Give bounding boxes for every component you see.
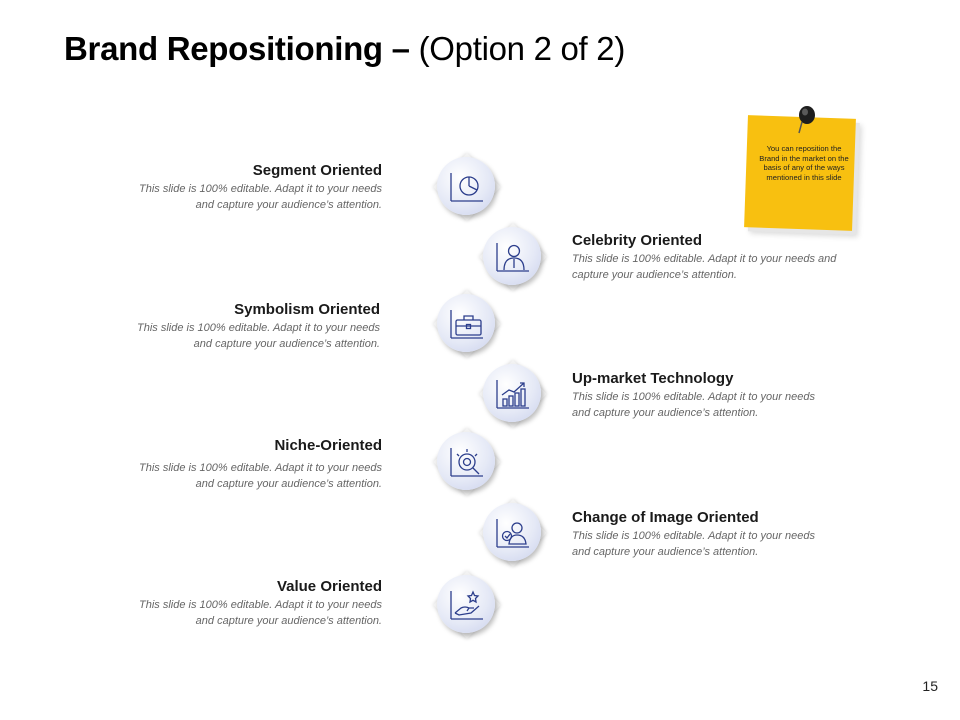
item-description: This slide is 100% editable. Adapt it to…	[139, 599, 382, 627]
pushpin-icon	[798, 106, 815, 134]
magnifier-target-icon	[450, 448, 483, 477]
badge-change-image	[478, 498, 548, 568]
briefcase-icon	[450, 310, 483, 339]
page-title: Brand Repositioning – (Option 2 of 2)	[64, 30, 625, 68]
list-item-segment-oriented: Segment Oriented This slide is 100% edit…	[52, 162, 382, 213]
list-item-niche-oriented: Niche-Oriented This slide is 100% editab…	[52, 437, 382, 492]
item-heading: Value Oriented	[276, 578, 382, 595]
badge-technology	[478, 359, 548, 429]
sticky-note-text: You can reposition the Brand in the mark…	[759, 144, 849, 182]
badge-segment	[432, 152, 502, 222]
item-description: This slide is 100% editable. Adapt it to…	[572, 391, 815, 419]
list-item-change-of-image: Change of Image Oriented This slide is 1…	[572, 509, 902, 560]
badge-symbolism	[432, 289, 502, 359]
list-item-value-oriented: Value Oriented This slide is 100% editab…	[52, 578, 382, 629]
profile-refresh-icon	[496, 519, 529, 548]
businessman-icon	[496, 243, 529, 272]
badge-value	[432, 570, 502, 640]
list-item-symbolism-oriented: Symbolism Oriented This slide is 100% ed…	[50, 301, 380, 352]
item-heading: Segment Oriented	[252, 162, 382, 179]
item-description: This slide is 100% editable. Adapt it to…	[137, 322, 380, 350]
item-description: This slide is 100% editable. Adapt it to…	[139, 183, 382, 211]
title-option: (Option 2 of 2)	[418, 30, 626, 67]
list-item-up-market-technology: Up-market Technology This slide is 100% …	[572, 370, 902, 421]
badge-celebrity	[478, 222, 548, 292]
item-description: This slide is 100% editable. Adapt it to…	[139, 462, 382, 490]
pie-chart-icon	[450, 173, 483, 202]
item-heading: Celebrity Oriented	[572, 232, 703, 249]
item-heading: Niche-Oriented	[274, 437, 382, 454]
hand-star-icon	[450, 590, 483, 620]
growth-chart-icon	[496, 380, 529, 409]
item-description: This slide is 100% editable. Adapt it to…	[572, 530, 815, 558]
badge-niche	[432, 427, 502, 497]
page-number: 15	[922, 678, 938, 694]
item-heading: Up-market Technology	[572, 370, 734, 387]
title-main: Brand Repositioning –	[64, 30, 410, 67]
item-heading: Symbolism Oriented	[234, 301, 380, 318]
item-description: This slide is 100% editable. Adapt it to…	[572, 253, 837, 281]
item-heading: Change of Image Oriented	[572, 509, 759, 526]
list-item-celebrity-oriented: Celebrity Oriented This slide is 100% ed…	[572, 232, 902, 283]
